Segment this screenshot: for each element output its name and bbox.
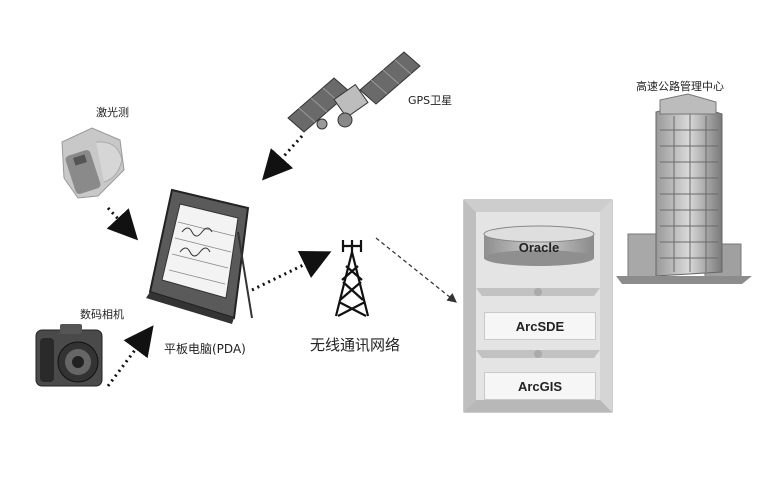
arcgis-layer: ArcGIS <box>484 372 596 400</box>
highway-center-label: 高速公路管理中心 <box>636 80 724 93</box>
arrow-pda-to-tower <box>251 251 332 292</box>
arrow-camera-to-pda <box>106 325 154 387</box>
camera-label: 数码相机 <box>80 308 124 321</box>
server-stack <box>463 199 613 413</box>
gps-label: GPS卫星 <box>408 94 453 107</box>
arrow-gps-to-pda <box>261 134 304 181</box>
arcgis-label: ArcGIS <box>517 378 563 394</box>
antenna-tower-icon <box>334 240 370 317</box>
oracle-db-label: Oracle <box>518 240 560 255</box>
pda-tablet-icon <box>146 188 253 324</box>
wireless-network-label: 无线通讯网络 <box>310 336 401 354</box>
arcsde-label: ArcSDE <box>515 318 565 334</box>
arrow-tower-to-server <box>375 237 457 303</box>
laser-label: 激光测 <box>96 106 129 119</box>
laser-rangefinder-icon <box>61 127 125 199</box>
gps-satellite-icon <box>287 51 421 133</box>
pda-label: 平板电脑(PDA) <box>164 342 246 356</box>
digital-camera-icon <box>35 324 103 387</box>
arrow-laser-to-pda <box>106 206 139 241</box>
connection-arrows <box>106 134 457 387</box>
building-icon <box>616 93 752 284</box>
arcsde-layer: ArcSDE <box>484 312 596 340</box>
